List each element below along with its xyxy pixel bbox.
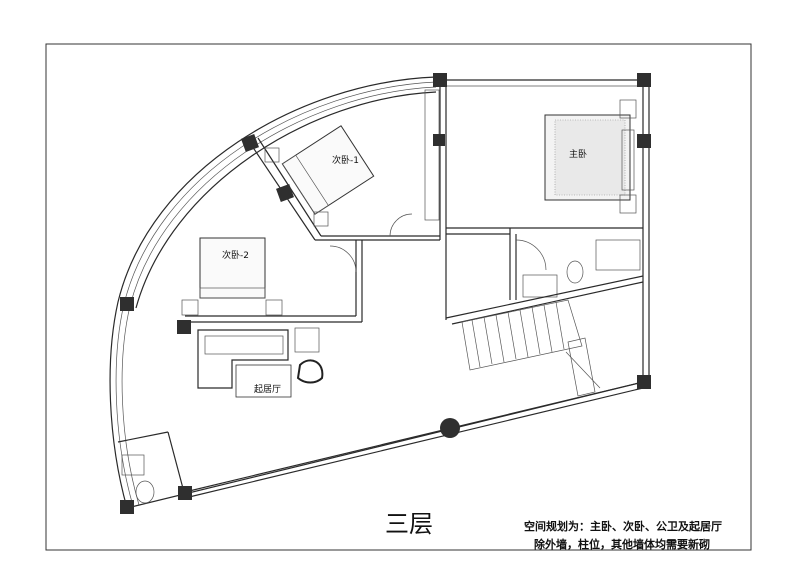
living-room-sofa [197,327,324,398]
room-label-bedroom-2: 次卧-2 [222,249,249,261]
master-bed [544,99,637,214]
room-label-living-room: 起居厅 [254,384,281,395]
right-exterior-wall [440,79,650,382]
master-bedroom-walls [424,80,643,320]
bedroom-1 [249,125,440,241]
bedroom-2 [181,237,363,323]
room-label-bedroom-1: 次卧-1 [332,154,359,166]
staircase [445,275,644,397]
note-line-2: 除外墙，柱位，其他墙体均需要新砌 [534,537,710,551]
drawing-frame [45,43,752,551]
room-label-master-bedroom: 主卧 [569,148,587,160]
small-bathroom [117,431,186,504]
diagonal-outer-wall [126,381,644,509]
note-line-1: 空间规划为：主卧、次卧、公卫及起居厅 [524,519,722,533]
structural-columns [120,73,651,514]
bathroom [509,228,641,300]
curved-outer-wall [109,76,437,509]
floor-title: 三层 [385,510,433,538]
